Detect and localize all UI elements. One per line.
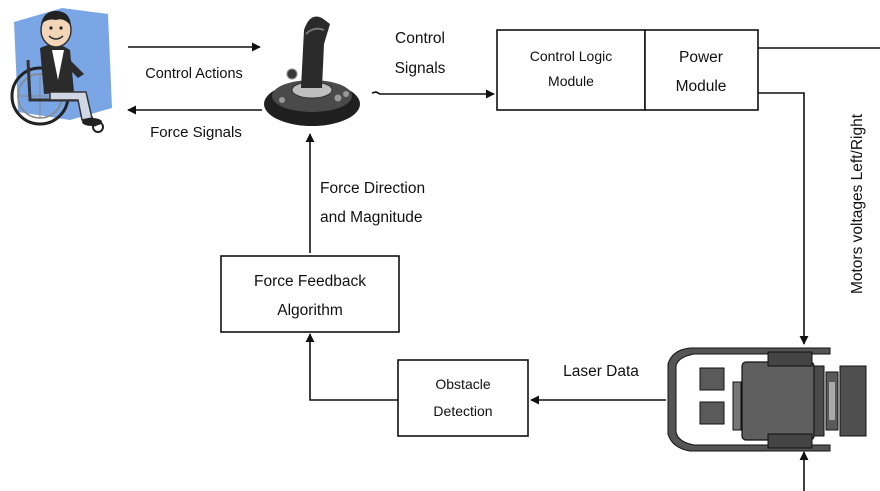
control-logic-module-box: Control Logic Module (496, 29, 646, 111)
control-signals-label-line1: Control (395, 30, 445, 47)
edge-motors-voltages: Motors voltages Left/Right (758, 92, 866, 345)
user-wheelchair-icon (10, 8, 112, 133)
obstacle-detection-label-line1: Obstacle (435, 376, 490, 392)
edge-obstacle-to-feedback (305, 333, 398, 401)
edge-control-actions: Control Actions (128, 42, 261, 82)
edge-control-signals: Control Signals (371, 30, 495, 99)
control-logic-label-line2: Module (548, 73, 594, 89)
laser-data-label: Laser Data (563, 363, 639, 380)
motors-voltages-label: Motors voltages Left/Right (849, 113, 866, 294)
edge-force-signals: Force Signals (127, 105, 262, 141)
control-signals-label-line2: Signals (395, 60, 446, 77)
power-module-label-line2: Module (676, 78, 727, 95)
edge-force-direction: Force Direction and Magnitude (305, 133, 425, 253)
joystick-icon (264, 16, 360, 126)
force-direction-label-line1: Force Direction (320, 180, 425, 197)
control-actions-label: Control Actions (145, 66, 243, 82)
force-direction-label-line2: and Magnitude (320, 209, 423, 226)
force-signals-label: Force Signals (150, 124, 242, 141)
wheelchair-topview-icon (667, 347, 867, 452)
control-logic-label-line1: Control Logic (530, 48, 613, 64)
force-feedback-label-line1: Force Feedback (254, 273, 366, 290)
obstacle-detection-label-line2: Detection (433, 403, 492, 419)
power-module-label-line1: Power (679, 49, 723, 66)
obstacle-detection-box: Obstacle Detection (397, 359, 529, 437)
force-feedback-label-line2: Algorithm (277, 302, 342, 319)
force-feedback-algorithm-box: Force Feedback Algorithm (220, 255, 400, 333)
power-module-box: Power Module (644, 29, 759, 111)
edge-laser-data: Laser Data (530, 363, 666, 405)
